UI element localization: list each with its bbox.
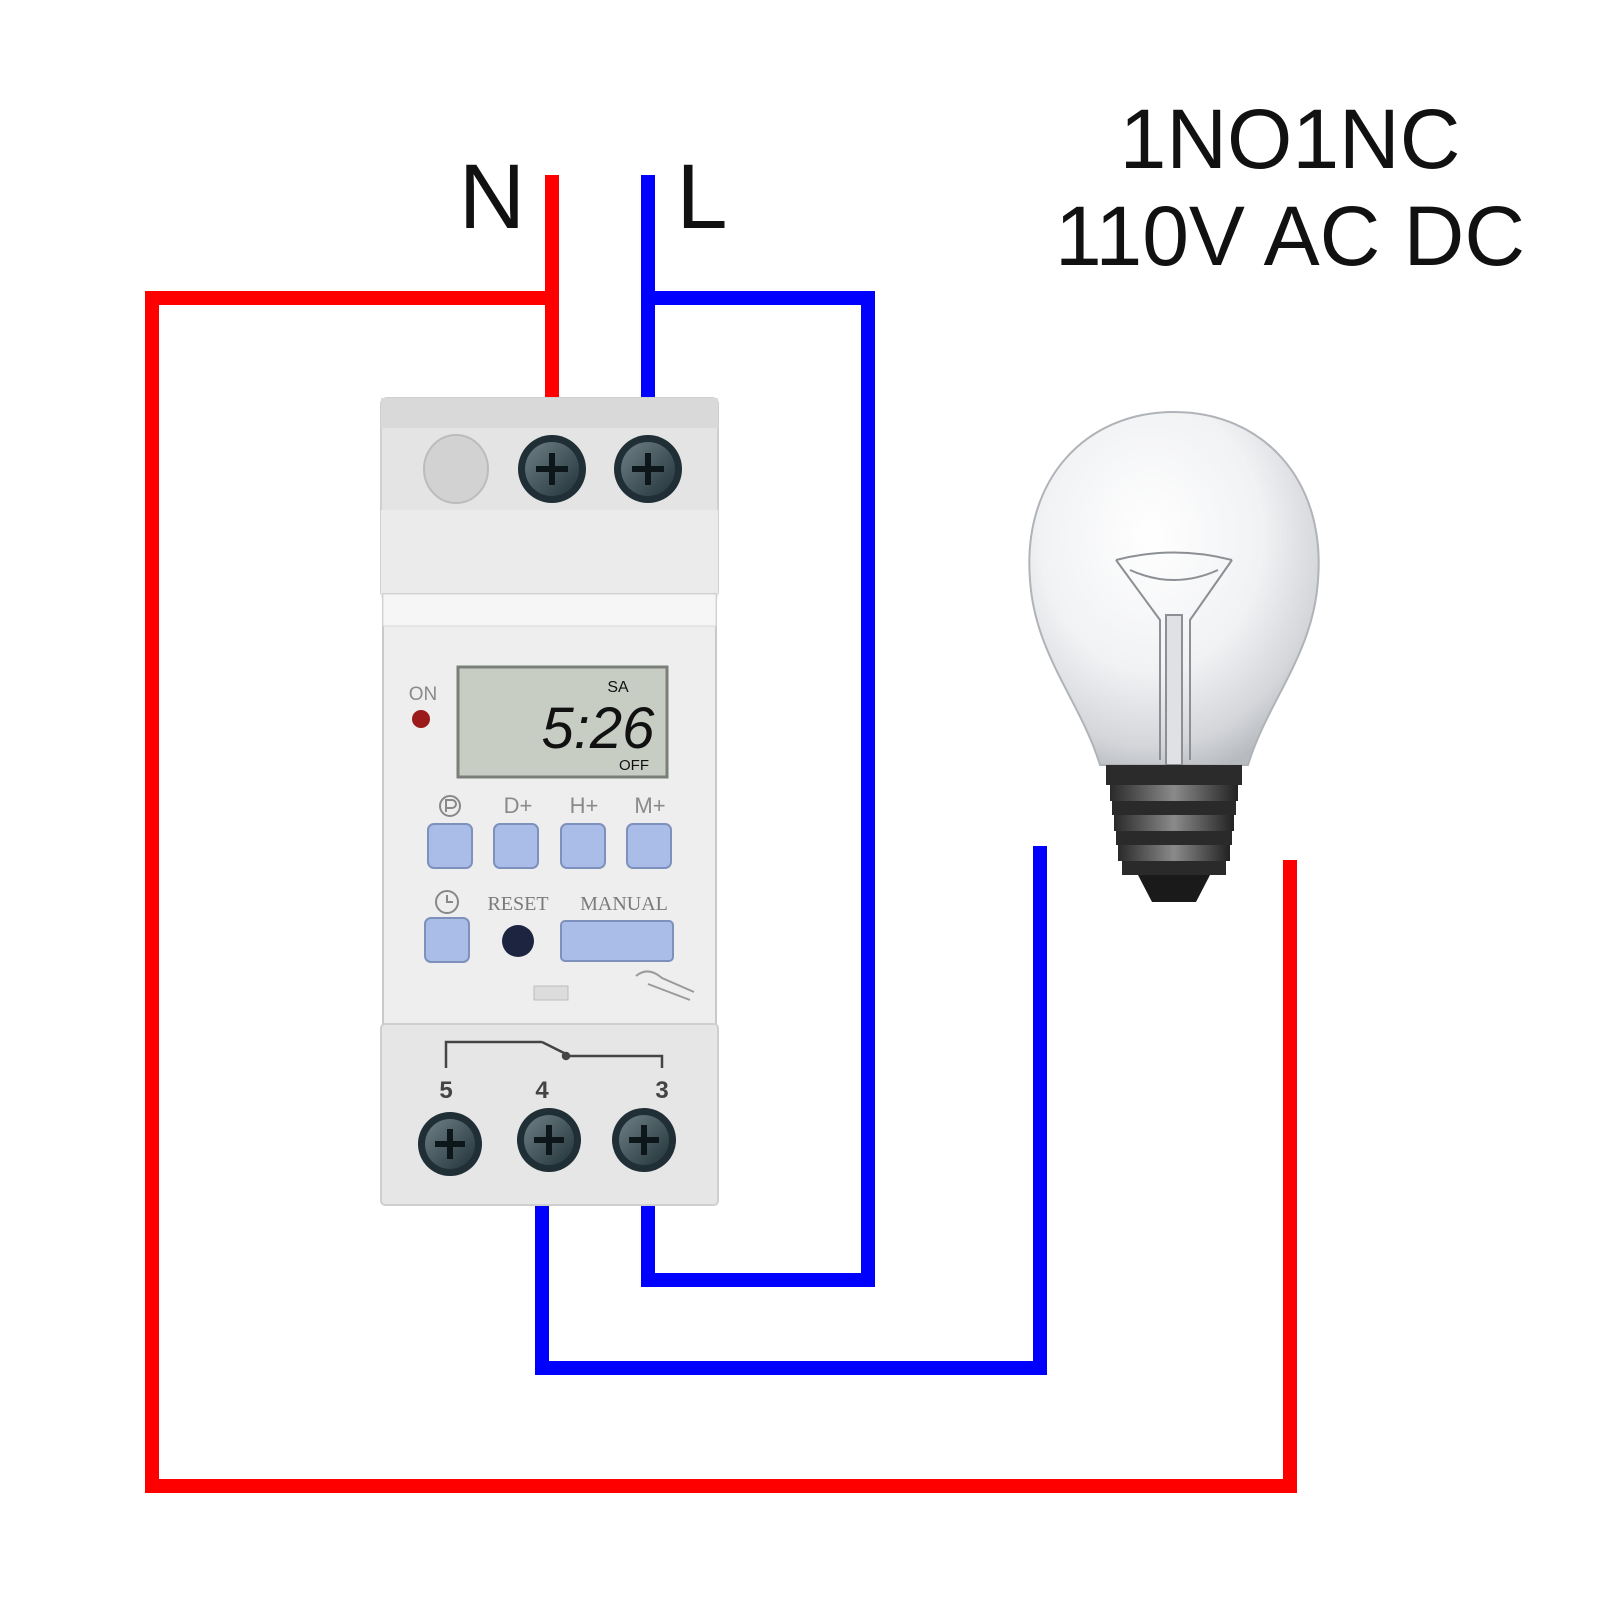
program-button[interactable] — [427, 823, 473, 869]
bulb-base — [1106, 765, 1242, 902]
transparent-cover-edge — [382, 593, 717, 627]
terminal-screw-n[interactable] — [518, 435, 586, 503]
hand-icon — [635, 970, 695, 1001]
terminal-screw-l[interactable] — [614, 435, 682, 503]
neutral-wire — [145, 175, 1297, 1493]
din-timer-device: ON SA 5:26 OFF D+ H+ M+ RESET MANUAL — [380, 397, 719, 1206]
lcd-time: 5:26 — [542, 696, 656, 761]
voltage-label: 110V AC DC — [1055, 189, 1525, 283]
h-plus-button[interactable] — [560, 823, 606, 869]
bulb-glass — [1028, 410, 1320, 766]
h-plus-label: H+ — [570, 793, 599, 818]
m-plus-button[interactable] — [626, 823, 672, 869]
clock-icon — [435, 890, 459, 914]
blank-terminal-hole — [423, 434, 489, 504]
lcd-state: OFF — [619, 757, 649, 774]
terminal-label-4: 4 — [535, 1077, 549, 1104]
contact-type-label: 1NO1NC — [1120, 92, 1461, 186]
terminal-screw-3[interactable] — [612, 1108, 676, 1172]
d-plus-button[interactable] — [493, 823, 539, 869]
led-label: ON — [409, 684, 438, 705]
neutral-label: N — [459, 146, 525, 248]
lcd-day: SA — [607, 679, 629, 696]
reset-label: RESET — [487, 893, 548, 915]
manual-button[interactable] — [560, 920, 674, 962]
d-plus-label: D+ — [504, 793, 533, 818]
terminal-screw-5[interactable] — [418, 1112, 482, 1176]
reset-button[interactable] — [502, 925, 534, 957]
terminal-screw-4[interactable] — [517, 1108, 581, 1172]
cover-clip — [533, 985, 569, 1001]
bulb-filament — [1115, 551, 1233, 766]
lcd-display: SA 5:26 OFF — [456, 665, 669, 779]
line-label: L — [676, 146, 727, 248]
line-wire — [535, 175, 1047, 1375]
terminal-label-5: 5 — [439, 1077, 452, 1104]
manual-label: MANUAL — [580, 893, 668, 915]
relay-contact-symbol — [444, 1040, 664, 1068]
light-bulb — [1028, 410, 1320, 902]
status-led — [412, 710, 430, 728]
program-icon — [439, 795, 461, 817]
m-plus-label: M+ — [634, 793, 665, 818]
clock-button[interactable] — [424, 917, 470, 963]
terminal-label-3: 3 — [655, 1077, 668, 1104]
